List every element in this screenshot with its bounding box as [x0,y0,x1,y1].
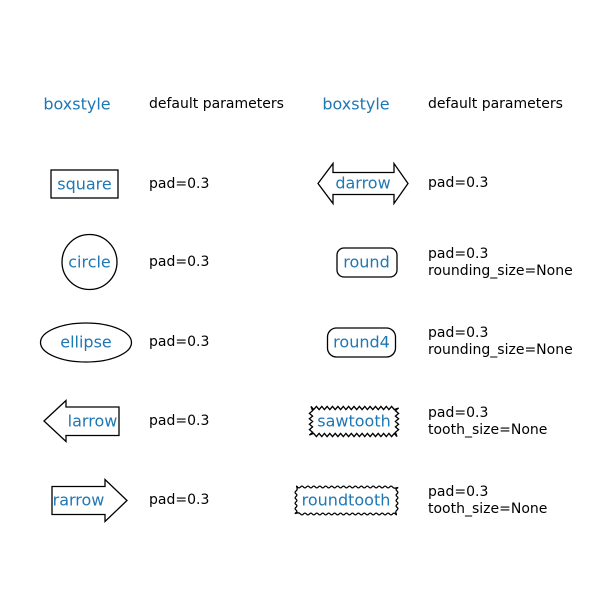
darrow-box-shape [317,161,409,206]
param-line: pad=0.3 [149,254,210,270]
param-line: pad=0.3 [149,176,210,192]
param-line: rounding_size=None [428,342,573,358]
boxstyle-label-larrow: larrow [67,411,118,431]
params-ellipse: pad=0.3 [149,334,209,351]
boxstyle-label-circle: circle [68,252,111,272]
boxstyle-label-darrow: darrow [335,173,391,193]
params-larrow: pad=0.3 [149,413,209,430]
right-boxstyle-header: boxstyle [322,94,390,114]
roundtooth-box-shape [294,485,399,516]
left-boxstyle-header: boxstyle [43,94,111,114]
boxstyle-label-square: square [57,174,112,194]
boxstyle-label-round4: round4 [333,332,390,352]
round-box-shape [336,247,398,278]
param-line: pad=0.3 [149,334,210,350]
round4-box-shape [326,327,397,358]
left-default-parameters-header: default parameters [149,96,284,112]
boxstyle-label-ellipse: ellipse [60,332,112,352]
param-line: pad=0.3 [149,413,210,429]
param-line: rounding_size=None [428,263,573,279]
larrow-box-shape [43,399,120,443]
boxstyle-label-roundtooth: roundtooth [301,490,391,510]
circle-box-shape [61,233,118,291]
rarrow-box-shape [51,477,128,524]
param-line: pad=0.3 [428,325,489,341]
params-circle: pad=0.3 [149,254,209,271]
param-line: pad=0.3 [428,405,489,421]
param-line: pad=0.3 [428,484,489,500]
sawtooth-box-shape [308,405,400,438]
ellipse-box-shape [39,322,133,363]
param-line: pad=0.3 [428,246,489,262]
right-default-parameters-header: default parameters [428,96,563,112]
boxstyle-label-sawtooth: sawtooth [317,411,391,431]
param-line: tooth_size=None [428,422,548,438]
params-round4: pad=0.3 rounding_size=None [428,325,573,359]
square-box-shape [50,169,119,199]
boxstyle-label-rarrow: rarrow [52,490,105,510]
params-round: pad=0.3 rounding_size=None [428,246,573,280]
params-darrow: pad=0.3 [428,175,488,192]
param-line: pad=0.3 [149,492,210,508]
params-sawtooth: pad=0.3 tooth_size=None [428,405,547,439]
params-rarrow: pad=0.3 [149,492,209,509]
boxstyle-label-round: round [343,252,390,272]
param-line: tooth_size=None [428,501,548,517]
param-line: pad=0.3 [428,175,489,191]
params-roundtooth: pad=0.3 tooth_size=None [428,484,547,518]
params-square: pad=0.3 [149,176,209,193]
